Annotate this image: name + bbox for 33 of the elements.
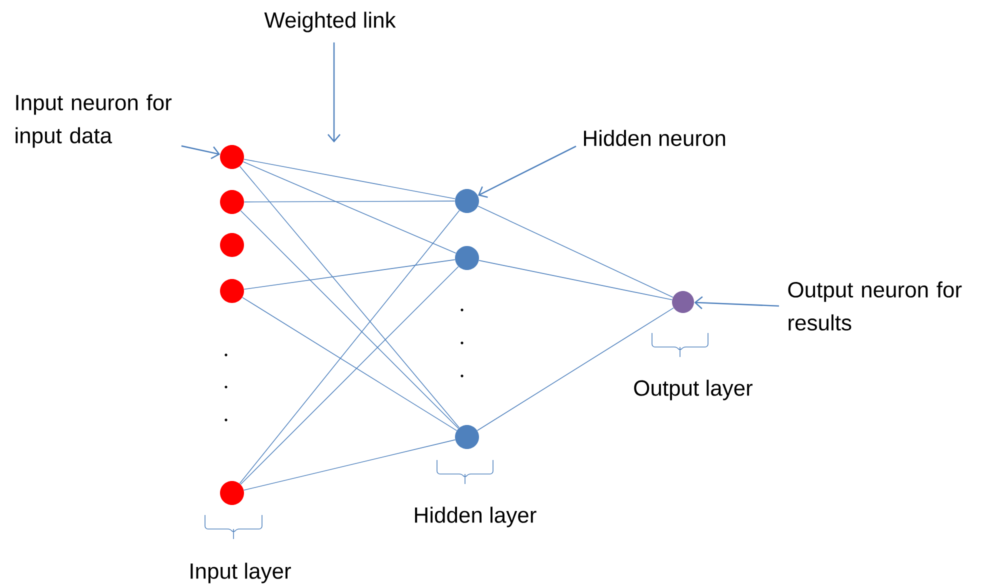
layer-label: Input layer <box>190 562 291 584</box>
layer-label: Output layer <box>634 380 753 400</box>
input-neuron <box>220 145 244 169</box>
weighted-link <box>240 266 459 485</box>
weighted-link <box>239 166 460 428</box>
weighted-link <box>243 439 456 491</box>
callout-text: Input neuron for input data <box>16 94 172 148</box>
output-neuron <box>672 291 694 313</box>
weighted-link <box>244 259 456 290</box>
hidden-neuron <box>455 189 479 213</box>
weighted-link <box>240 210 459 429</box>
input-neuron <box>220 232 244 257</box>
weighted-link <box>476 308 674 431</box>
input-neuron <box>220 190 244 214</box>
weighted-link <box>242 297 458 431</box>
callout-text: Hidden neuron <box>584 130 726 146</box>
weighted-link <box>239 210 460 484</box>
callout-text: Weighted link <box>264 12 396 32</box>
input-neuron <box>220 480 244 505</box>
hidden-neuron <box>455 246 479 270</box>
arrow <box>694 296 780 310</box>
arrow <box>181 145 220 160</box>
weighted-link <box>478 206 674 298</box>
hidden-neuron <box>455 424 479 449</box>
weighted-link <box>244 158 456 200</box>
arrow <box>328 42 340 142</box>
weighted-link <box>478 260 672 300</box>
layer-label: Hidden layer <box>415 506 536 528</box>
weighted-link <box>242 161 456 254</box>
arrow <box>478 146 576 198</box>
callout-text: Output neuron for results <box>788 281 962 331</box>
input-neuron <box>220 278 244 303</box>
weighted-link <box>244 200 456 202</box>
